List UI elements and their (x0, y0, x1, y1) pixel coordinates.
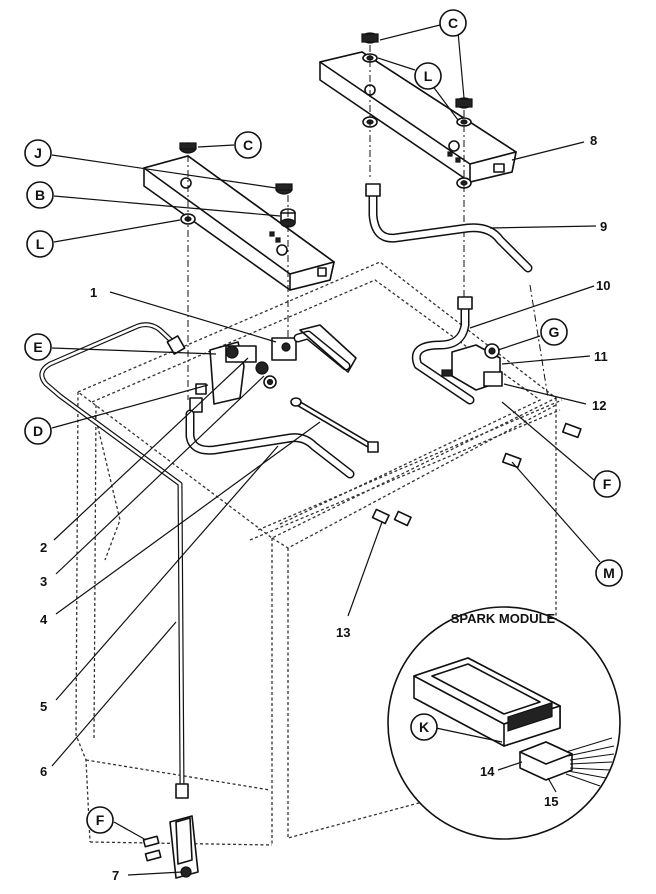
part-number-8: 8 (590, 133, 597, 148)
svg-text:F: F (96, 812, 105, 828)
callout-C-left: C (234, 131, 262, 159)
svg-text:L: L (36, 236, 45, 252)
svg-text:M: M (603, 565, 615, 581)
callout-E: E (24, 333, 52, 361)
right-valve-bracket (441, 343, 503, 391)
part-number-13: 13 (336, 625, 350, 640)
callout-L-top-right: L (414, 62, 442, 90)
callout-F-bottom: F (86, 806, 114, 834)
bottom-bracket (142, 815, 199, 879)
svg-text:F: F (603, 476, 612, 492)
svg-text:K: K (419, 719, 429, 735)
gas-supply-pipe (39, 322, 189, 799)
part-number-9: 9 (600, 219, 607, 234)
leader-lines (51, 24, 601, 876)
callout-F-right: F (593, 470, 621, 498)
part-number-15: 15 (544, 794, 558, 809)
part-number-4: 4 (40, 612, 48, 627)
part-number-3: 3 (40, 574, 47, 589)
right-bracket-nuts (361, 32, 473, 189)
right-burner-bracket (319, 51, 517, 183)
svg-text:C: C (448, 15, 458, 31)
callout-M: M (595, 559, 623, 587)
part-number-7: 7 (112, 868, 119, 883)
gas-valve-assembly (189, 337, 297, 413)
callout-J: J (24, 139, 52, 167)
svg-text:L: L (424, 68, 433, 84)
alignment-lines (187, 45, 549, 400)
svg-text:J: J (34, 145, 42, 161)
part-number-12: 12 (592, 398, 606, 413)
callout-B: B (26, 181, 54, 209)
dryer-cabinet (75, 261, 563, 846)
part-number-2: 2 (40, 540, 47, 555)
burner-tube-9 (365, 183, 533, 273)
right-screws (371, 422, 582, 527)
spark-module-wires (565, 737, 615, 787)
part-number-6: 6 (40, 764, 47, 779)
svg-text:E: E (33, 339, 42, 355)
callout-L-left: L (26, 230, 54, 258)
svg-text:C: C (243, 137, 253, 153)
burner-tube-1 (293, 324, 357, 373)
part-number-11: 11 (594, 349, 608, 364)
svg-text:B: B (35, 187, 45, 203)
callout-G: G (540, 318, 568, 346)
part-number-1: 1 (90, 285, 97, 300)
burner-tube-lower (185, 409, 355, 479)
part-number-5: 5 (40, 699, 47, 714)
spark-module-title: SPARK MODULE (451, 611, 556, 626)
spark-module-inset: SPARK MODULE K 14 15 (387, 606, 621, 840)
spark-igniter-rod (290, 397, 379, 453)
left-burner-bracket (143, 155, 335, 291)
callout-C-top-right: C (439, 9, 467, 37)
callout-D: D (24, 417, 52, 445)
svg-text:D: D (33, 423, 43, 439)
part-number-14: 14 (480, 764, 495, 779)
part-numbers: 8 9 1 10 11 12 2 3 4 5 6 13 7 (40, 133, 610, 883)
burner-tube-10 (411, 296, 475, 405)
part-number-10: 10 (596, 278, 610, 293)
svg-text:G: G (549, 324, 560, 340)
